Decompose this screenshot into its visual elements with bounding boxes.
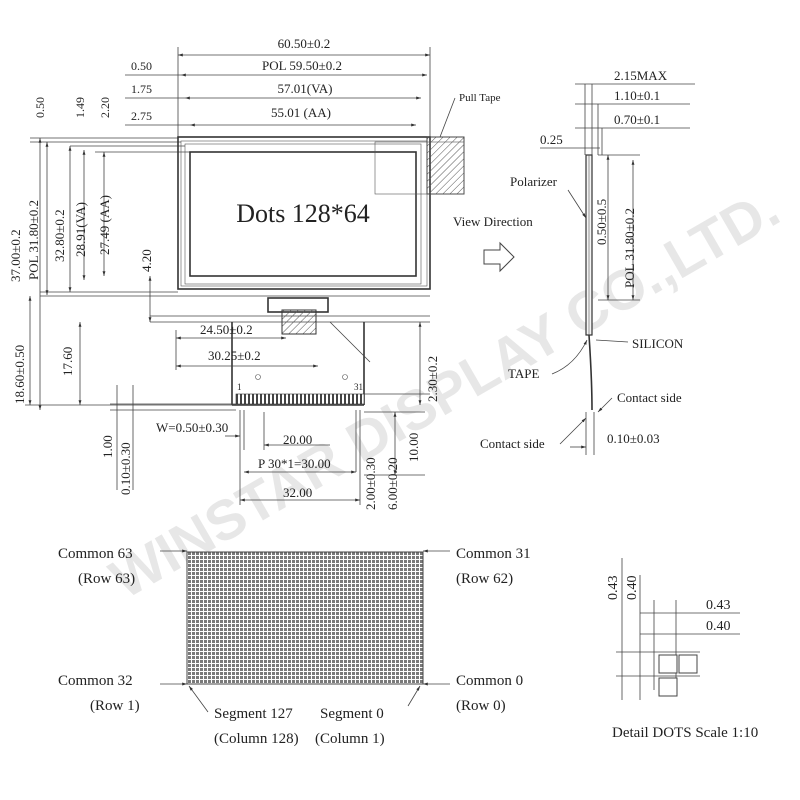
detail-dots: 0.43 0.40 0.43 0.40 Detail DOTS Scale 1:…	[606, 558, 758, 741]
label-tl-2: (Row 63)	[78, 571, 135, 587]
pin-first: 1	[237, 382, 242, 392]
view-direction-label: View Direction	[453, 214, 533, 229]
front-view: 60.50±0.2 POL 59.50±0.2 57.01(VA) 55.01 …	[8, 36, 501, 510]
dim-3025: 30.25±0.2	[208, 348, 261, 363]
dim-va-height: 28.91(VA)	[73, 202, 88, 257]
label-br-1: Common 0	[456, 673, 523, 689]
dim-height-total: 37.00±0.2	[8, 229, 23, 282]
view-arrow	[483, 241, 515, 273]
label-seg127-1: Segment 127	[214, 706, 293, 722]
dim-1000: 10.00	[406, 433, 421, 462]
dim-pol-width: POL 59.50±0.2	[262, 58, 342, 73]
dim-width-total: 60.50±0.2	[278, 36, 331, 51]
left-offset-175: 1.75	[131, 82, 152, 96]
active-area	[189, 151, 417, 277]
label-bl-2: (Row 1)	[90, 698, 140, 714]
dim-2450: 24.50±0.2	[200, 322, 253, 337]
left-offset-275: 2.75	[131, 109, 152, 123]
dim-aa-height: 27.49 (AA)	[97, 195, 112, 255]
pull-tape-label: Pull Tape	[459, 92, 501, 104]
dim-215: 2.15MAX	[614, 68, 668, 83]
fpc-pins	[235, 393, 365, 405]
dim-010: 0.10±0.30	[118, 442, 133, 495]
label-br-2: (Row 0)	[456, 698, 506, 714]
watermark: WINSTAR DISPLAY CO.,LTD.	[100, 176, 790, 611]
dim-110: 1.10±0.1	[614, 88, 660, 103]
label-seg0-2: (Column 1)	[315, 731, 385, 747]
dot-matrix	[186, 551, 424, 685]
dim-2000: 20.00	[283, 432, 312, 447]
dim-pitch: P 30*1=30.00	[258, 456, 331, 471]
left-offset-050: 0.50	[131, 59, 152, 73]
polarizer-label: Polarizer	[510, 174, 558, 189]
detail-caption: Detail DOTS Scale 1:10	[612, 725, 758, 741]
pull-tape	[426, 136, 465, 195]
detail-043-v: 0.43	[606, 576, 621, 601]
detail-040-v: 0.40	[625, 576, 640, 601]
side-dim-pol: POL 31.80±0.2	[622, 208, 637, 288]
side-view: 2.15MAX 1.10±0.1 0.70±0.1 0.25 0.50±0.5 …	[453, 68, 695, 455]
dim-420: 4.20	[139, 249, 154, 272]
dim-va-width: 57.01(VA)	[277, 81, 332, 96]
label-tr-2: (Row 62)	[456, 571, 513, 587]
dim-1860: 18.60±0.50	[12, 345, 27, 404]
dim-w: W=0.50±0.30	[156, 420, 228, 435]
label-seg0-1: Segment 0	[320, 706, 384, 722]
dim-070: 0.70±0.1	[614, 112, 660, 127]
detail-dot-2	[678, 654, 698, 674]
pixel-map: Common 63 (Row 63) Common 31 (Row 62) Co…	[58, 546, 531, 747]
top-offset-050: 0.50	[33, 97, 47, 118]
label-tl-1: Common 63	[58, 546, 133, 562]
dim-3200: 32.00	[283, 485, 312, 500]
pin-last: 31	[354, 382, 363, 392]
dim-aa-width: 55.01 (AA)	[271, 105, 331, 120]
contact-side-2: Contact side	[480, 436, 545, 451]
dim-1760: 17.60	[60, 347, 75, 376]
detail-040-h: 0.40	[706, 619, 731, 634]
panel-outline	[177, 136, 431, 290]
detail-043-h: 0.43	[706, 598, 731, 613]
dim-600: 6.00±0.20	[385, 457, 400, 510]
side-dim-050: 0.50±0.5	[594, 199, 609, 245]
dim-100: 1.00	[100, 435, 115, 458]
tape-label: TAPE	[508, 366, 540, 381]
dim-230: 2.30±0.2	[425, 356, 440, 402]
contact-side-1: Contact side	[617, 390, 682, 405]
label-bl-1: Common 32	[58, 673, 133, 689]
detail-dot-1	[658, 654, 678, 674]
silicon-label: SILICON	[632, 336, 684, 351]
display-label: Dots 128*64	[236, 199, 370, 228]
top-offset-149: 1.49	[73, 97, 87, 118]
label-tr-1: Common 31	[456, 546, 531, 562]
dim-pol-height: POL 31.80±0.2	[26, 200, 41, 280]
dim-025: 0.25	[540, 132, 563, 147]
detail-dot-3	[658, 677, 678, 697]
side-dim-010: 0.10±0.03	[607, 431, 660, 446]
dim-height-328: 32.80±0.2	[52, 209, 67, 262]
label-seg127-2: (Column 128)	[214, 731, 299, 747]
dim-200: 2.00±0.30	[363, 457, 378, 510]
top-offset-220: 2.20	[98, 97, 112, 118]
